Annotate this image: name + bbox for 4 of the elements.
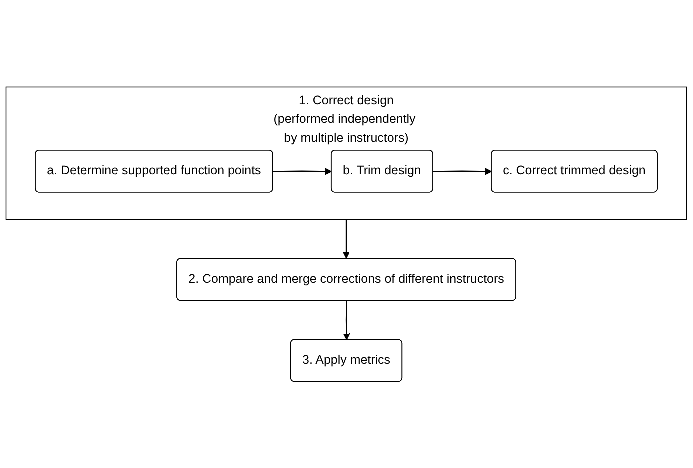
arrow [343,219,350,258]
arrow [433,168,492,175]
arrow [273,168,332,175]
arrow [343,300,350,340]
